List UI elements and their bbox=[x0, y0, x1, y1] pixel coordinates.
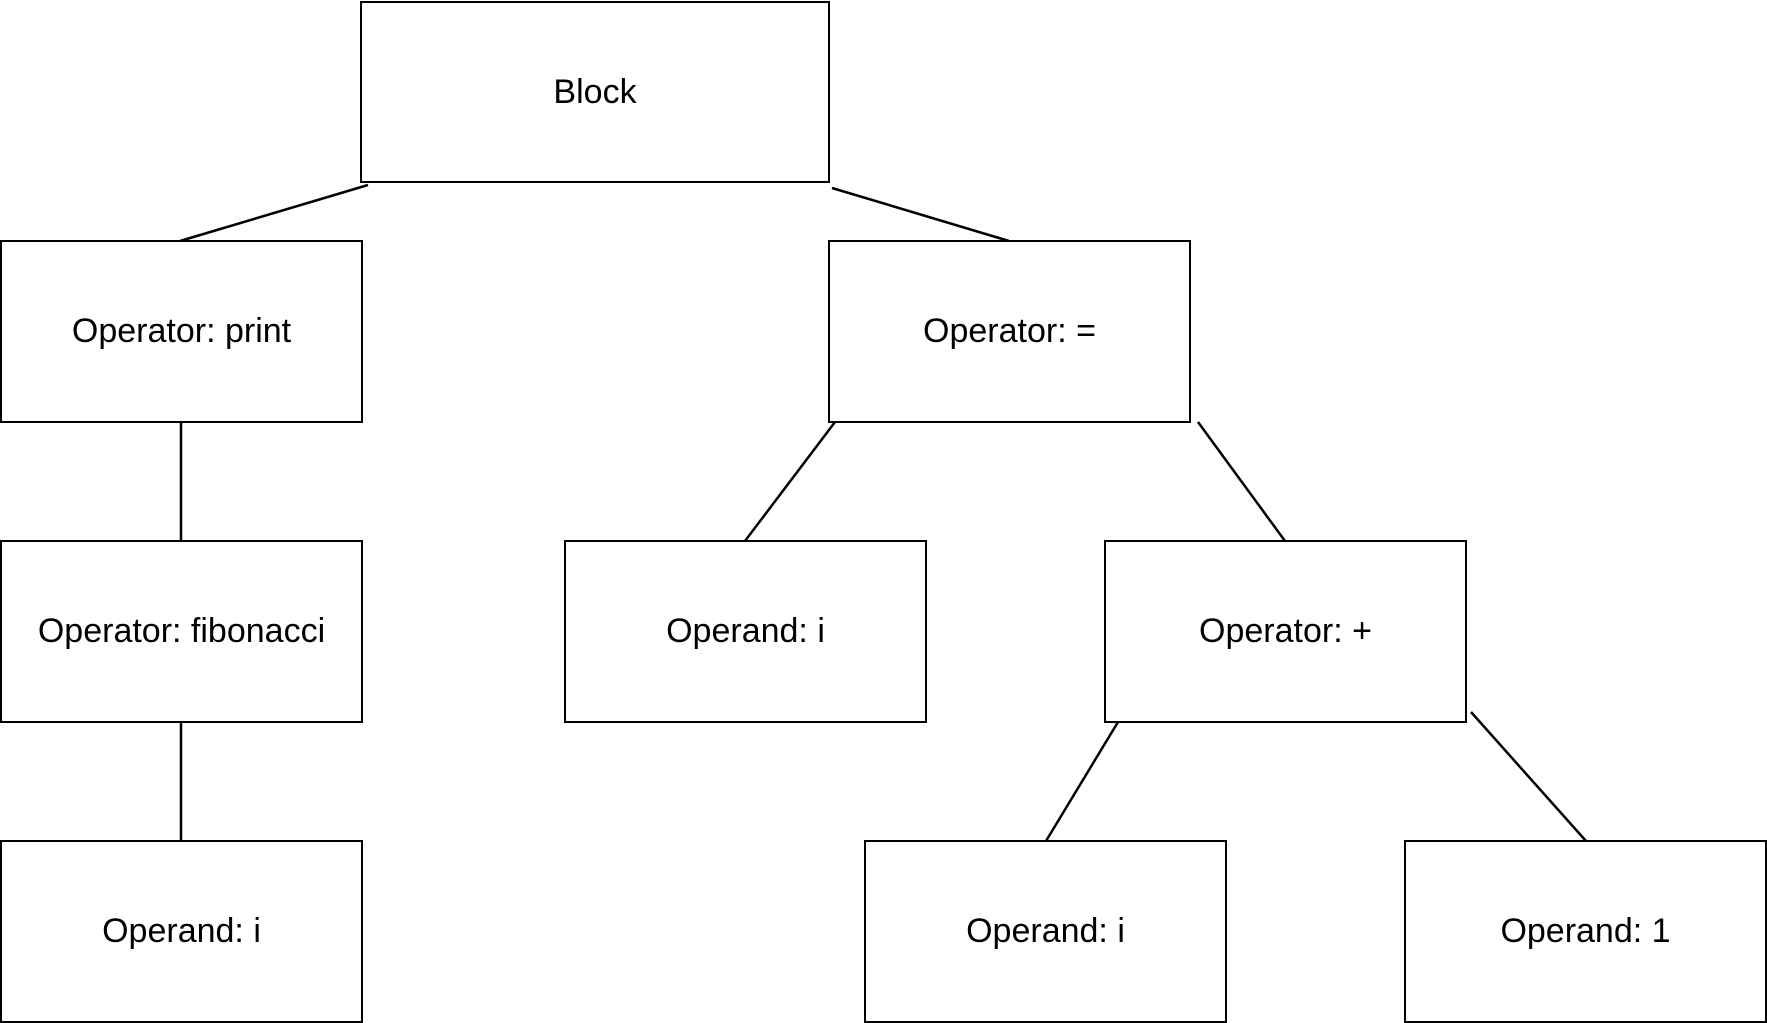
node-operator-plus: Operator: + bbox=[1104, 540, 1467, 723]
edge-assign-operand-i bbox=[744, 421, 836, 542]
edge-block-assign bbox=[831, 186, 1010, 243]
node-operator-assign-label: Operator: = bbox=[923, 312, 1096, 350]
node-operand-i-left-label: Operand: i bbox=[666, 612, 825, 650]
node-operand-i-bottom-label: Operand: i bbox=[102, 912, 261, 950]
node-block-label: Block bbox=[553, 72, 637, 111]
edge-assign-plus bbox=[1196, 421, 1287, 542]
node-operator-assign: Operator: = bbox=[828, 240, 1191, 423]
node-operand-i-plus: Operand: i bbox=[864, 840, 1227, 1023]
node-operand-i-bottom: Operand: i bbox=[0, 840, 363, 1023]
edge-block-print bbox=[179, 183, 369, 243]
edge-plus-operand-i bbox=[1044, 721, 1120, 842]
node-operand-1: Operand: 1 bbox=[1404, 840, 1767, 1023]
edge-plus-operand-1 bbox=[1470, 711, 1587, 842]
node-operator-fibonacci: Operator: fibonacci bbox=[0, 540, 363, 723]
node-operator-print: Operator: print bbox=[0, 240, 363, 423]
node-block: Block bbox=[360, 1, 830, 183]
node-operand-1-label: Operand: 1 bbox=[1500, 912, 1671, 950]
node-operand-i-left: Operand: i bbox=[564, 540, 927, 723]
node-operator-print-label: Operator: print bbox=[71, 312, 292, 350]
node-operator-fibonacci-label: Operator: fibonacci bbox=[37, 612, 326, 650]
node-operator-plus-label: Operator: + bbox=[1199, 612, 1372, 650]
node-operand-i-plus-label: Operand: i bbox=[966, 912, 1125, 950]
